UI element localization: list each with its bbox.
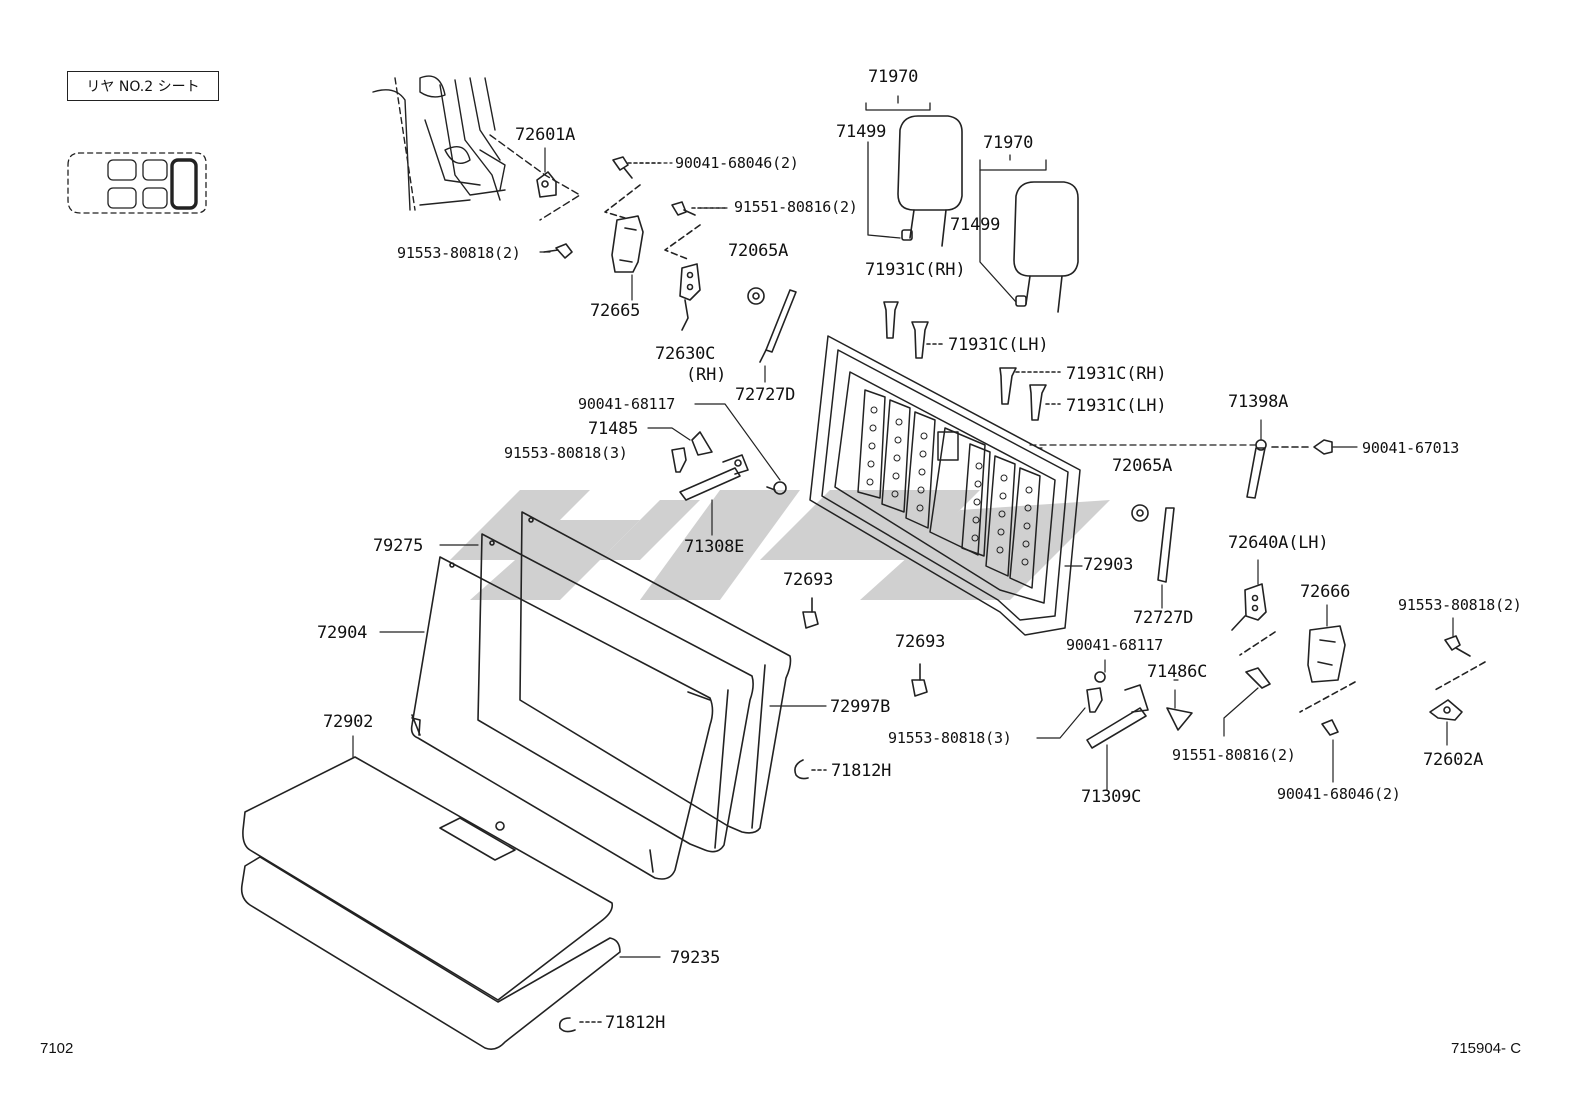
- clip-72693-a: [802, 597, 819, 629]
- part-label-72727D-b[interactable]: 72727D: [1133, 608, 1194, 628]
- part-label-72666[interactable]: 72666: [1300, 582, 1351, 602]
- guide-71931C-lh-a: [911, 321, 929, 359]
- part-label-71499-b[interactable]: 71499: [950, 215, 1001, 235]
- part-label-91553-80818-a[interactable]: 91553-80818(2): [397, 244, 521, 262]
- seatback-pad-79275: [477, 533, 754, 853]
- part-label-72902[interactable]: 72902: [323, 712, 374, 732]
- bolt-90041-67013: [1313, 439, 1333, 455]
- rod-72727D-b: [1157, 507, 1175, 583]
- part-label-71812H-b[interactable]: 71812H: [605, 1013, 666, 1033]
- part-label-91553-80818-b[interactable]: 91553-80818(3): [504, 444, 628, 462]
- part-label-71499-a[interactable]: 71499: [836, 122, 887, 142]
- part-label-72665[interactable]: 72665: [590, 301, 641, 321]
- strap-71398A: [1246, 439, 1267, 499]
- part-label-71931C-rh-b[interactable]: 71931C(RH): [1066, 364, 1167, 384]
- bolt-91553-80818-a: [543, 243, 573, 259]
- seatback-frame-72903: [809, 335, 1081, 636]
- nut-72065A-b: [1131, 504, 1149, 522]
- bolt-91551-80816-b: [1245, 667, 1271, 689]
- part-label-72601A[interactable]: 72601A: [515, 125, 576, 145]
- seatback-pad-72904: [410, 556, 714, 880]
- part-label-71398A[interactable]: 71398A: [1228, 392, 1289, 412]
- part-label-72065A-b[interactable]: 72065A: [1112, 456, 1173, 476]
- part-label-72640A[interactable]: 72640A(LH): [1228, 533, 1329, 553]
- diagram-code: 715904- C: [1451, 1040, 1522, 1057]
- part-label-91553-80818-c[interactable]: 91553-80818(2): [1398, 596, 1522, 614]
- part-label-71485[interactable]: 71485: [588, 419, 639, 439]
- bracket-72602A: [1429, 699, 1463, 721]
- part-label-71309C[interactable]: 71309C: [1081, 787, 1142, 807]
- part-label-90041-68046-a[interactable]: 90041-68046(2): [675, 154, 799, 172]
- seat-layout-icon: [67, 152, 207, 214]
- part-label-90041-67013[interactable]: 90041-67013: [1362, 439, 1460, 457]
- clip-71812H-b: [558, 1017, 576, 1033]
- seat-cushion-79235: [240, 856, 621, 1050]
- guide-71931C-lh-b: [1029, 384, 1047, 421]
- headrest-71970-b: [1013, 181, 1079, 313]
- seat-cushion-72902: [242, 756, 614, 1001]
- clip-71812H-a: [794, 759, 809, 780]
- headrest-71970-a: [897, 115, 963, 247]
- part-label-71970-b[interactable]: 71970: [983, 133, 1034, 153]
- part-label-71931C-lh-b[interactable]: 71931C(LH): [1066, 396, 1167, 416]
- page-code: 7102: [40, 1040, 74, 1057]
- bracket-72601A: [536, 171, 557, 198]
- clip-72693-b: [911, 663, 928, 697]
- part-label-91551-80816-a[interactable]: 91551-80816(2): [734, 198, 858, 216]
- guide-71931C-rh-a: [883, 301, 899, 339]
- bracket-71486C: [1166, 707, 1193, 731]
- part-label-90041-68117-b[interactable]: 90041-68117: [1066, 636, 1164, 654]
- bolt-90041-68117-a: [766, 481, 787, 495]
- cover-72666: [1307, 625, 1346, 683]
- part-label-72727D-a[interactable]: 72727D: [735, 385, 796, 405]
- hinge-72630C: [679, 263, 701, 331]
- rod-72727D-a: [759, 289, 797, 363]
- cover-72665: [611, 215, 644, 273]
- part-label-79275[interactable]: 79275: [373, 536, 424, 556]
- part-label-71812H-a[interactable]: 71812H: [831, 761, 892, 781]
- hinge-71308E: [679, 454, 749, 501]
- part-label-90041-68046-b[interactable]: 90041-68046(2): [1277, 785, 1401, 803]
- bolt-91551-80816-a: [671, 201, 696, 216]
- part-label-71931C-lh-a[interactable]: 71931C(LH): [948, 335, 1049, 355]
- guide-71931C-rh-b: [999, 367, 1017, 405]
- part-label-72065A-a[interactable]: 72065A: [728, 241, 789, 261]
- part-label-90041-68117-a[interactable]: 90041-68117: [578, 395, 676, 413]
- bolt-90041-68046-a: [612, 156, 633, 179]
- part-label-79235[interactable]: 79235: [670, 948, 721, 968]
- watermark-logo: [450, 490, 1110, 600]
- nut-72065A-a: [747, 287, 765, 305]
- seatback-pad-72997B: [519, 511, 792, 834]
- part-label-72630C-side: (RH): [686, 365, 727, 385]
- part-label-71308E[interactable]: 71308E: [684, 537, 745, 557]
- body-panel-illustration: [372, 75, 581, 221]
- bolt-91553-80818-d: [1086, 687, 1103, 713]
- bracket-71485: [691, 431, 713, 456]
- section-title: リヤ NO.2 シート: [67, 71, 219, 101]
- part-label-72693-a[interactable]: 72693: [783, 570, 834, 590]
- hinge-71309C: [1086, 684, 1149, 749]
- part-label-71486C[interactable]: 71486C: [1147, 662, 1208, 682]
- bolt-91553-80818-b: [671, 447, 687, 473]
- part-label-71931C-rh-a[interactable]: 71931C(RH): [865, 260, 966, 280]
- part-label-72693-b[interactable]: 72693: [895, 632, 946, 652]
- frame-holes: [866, 406, 1033, 566]
- hinge-72640A: [1231, 583, 1267, 631]
- part-label-72630C[interactable]: 72630C: [655, 344, 716, 364]
- bolt-90041-68046-b: [1321, 719, 1339, 736]
- part-label-72904[interactable]: 72904: [317, 623, 368, 643]
- part-label-71970-a[interactable]: 71970: [868, 67, 919, 87]
- part-label-72602A[interactable]: 72602A: [1423, 750, 1484, 770]
- leader-lines: [539, 162, 1358, 681]
- part-label-91553-80818-d[interactable]: 91553-80818(3): [888, 729, 1012, 747]
- part-label-72997B[interactable]: 72997B: [830, 697, 891, 717]
- bolt-90041-68117-b: [1094, 671, 1106, 683]
- part-label-72903[interactable]: 72903: [1083, 555, 1134, 575]
- part-label-91551-80816-b[interactable]: 91551-80816(2): [1172, 746, 1296, 764]
- bolt-91553-80818-c: [1444, 635, 1471, 657]
